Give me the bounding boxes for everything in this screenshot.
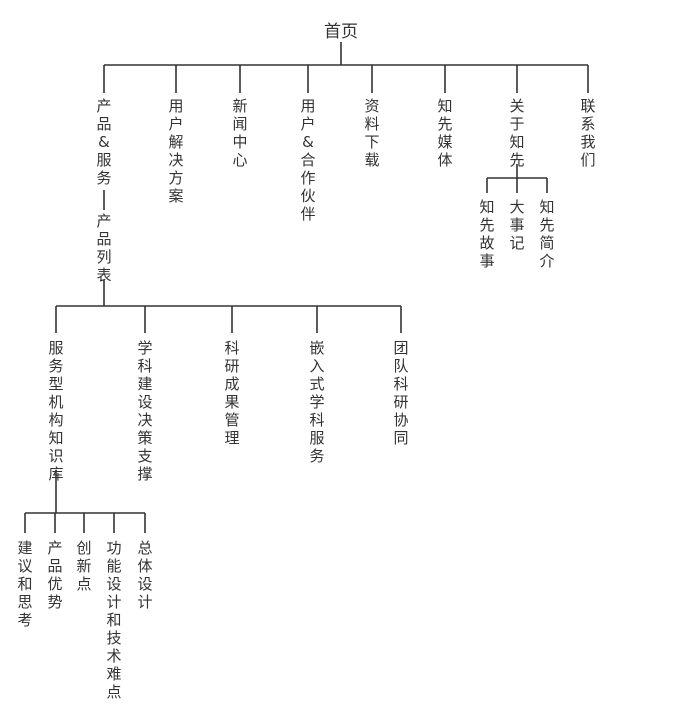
node-team-collaboration[interactable]: 团队科研协同 — [393, 339, 409, 447]
node-research-management[interactable]: 科研成果管理 — [224, 339, 240, 447]
node-overall-design[interactable]: 总体设计 — [137, 539, 153, 611]
node-product-list[interactable]: 产品列表 — [96, 212, 112, 284]
node-milestones[interactable]: 大事记 — [509, 198, 525, 252]
node-function-design[interactable]: 功能设计和技术难点 — [106, 539, 122, 701]
node-media[interactable]: 知先媒体 — [437, 97, 453, 169]
node-contact[interactable]: 联系我们 — [580, 97, 596, 169]
node-root[interactable]: 首页 — [324, 22, 358, 42]
node-knowledge-base[interactable]: 服务型机构知识库 — [48, 339, 64, 483]
node-advantages[interactable]: 产品优势 — [47, 539, 63, 611]
node-user-solutions[interactable]: 用户解决方案 — [168, 97, 184, 205]
node-users-partners[interactable]: 用户&合作伙伴 — [300, 97, 316, 223]
node-company-story[interactable]: 知先故事 — [479, 198, 495, 270]
node-products-services[interactable]: 产品&服务 — [96, 97, 112, 187]
node-embedded-service[interactable]: 嵌入式学科服务 — [309, 339, 325, 465]
node-innovation[interactable]: 创新点 — [76, 539, 92, 593]
node-suggestions[interactable]: 建议和思考 — [17, 539, 33, 629]
node-discipline-support[interactable]: 学科建设决策支撑 — [137, 339, 153, 483]
node-downloads[interactable]: 资料下载 — [364, 97, 380, 169]
node-about[interactable]: 关于知先 — [509, 97, 525, 169]
node-company-intro[interactable]: 知先简介 — [539, 198, 555, 270]
node-news-center[interactable]: 新闻中心 — [232, 97, 248, 169]
